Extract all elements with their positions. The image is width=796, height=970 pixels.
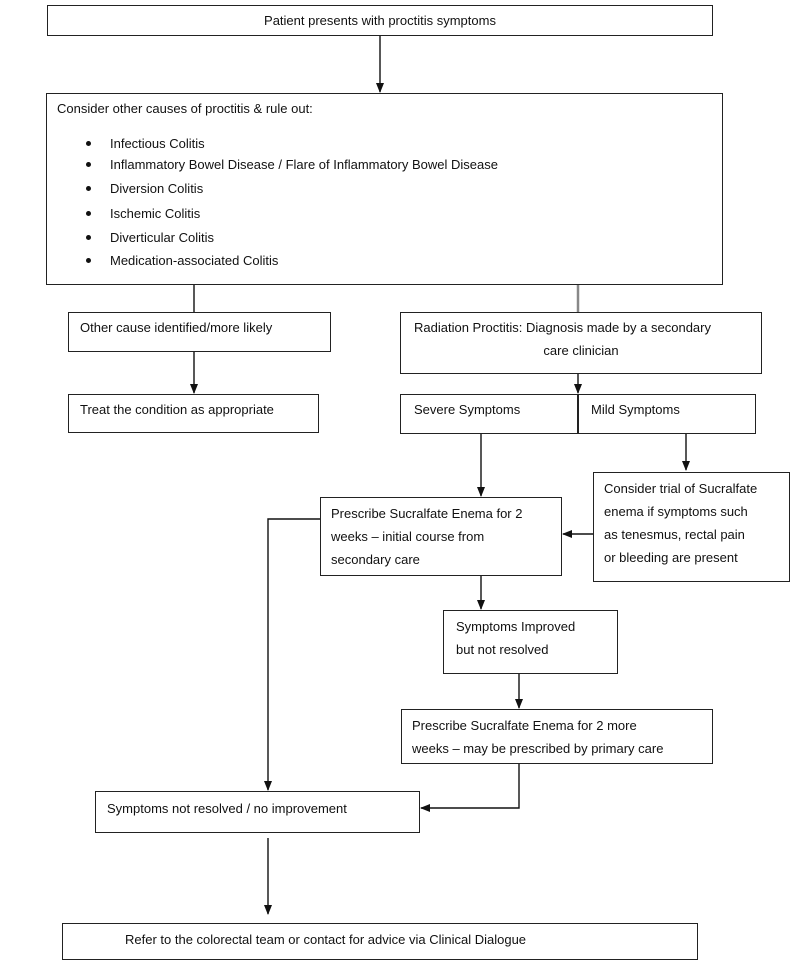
radiation-box: Radiation Proctitis: Diagnosis made by a…: [400, 312, 762, 374]
prescribe-initial-line3: secondary care: [331, 552, 420, 567]
prescribe-initial-box: Prescribe Sucralfate Enema for 2 weeks –…: [320, 497, 562, 576]
bullet-icon: [86, 211, 91, 216]
consider-trial-line1: Consider trial of Sucralfate: [604, 481, 758, 496]
bullet-icon: [86, 258, 91, 263]
consider-trial-box: Consider trial of Sucralfate enema if sy…: [593, 472, 790, 582]
consider-trial-line4: or bleeding are present: [604, 550, 738, 565]
improved-line2: but not resolved: [456, 642, 549, 657]
treat-label: Treat the condition as appropriate: [80, 402, 274, 417]
arrow-prescribe-to-notresolved: [264, 518, 320, 791]
prescribe-initial-line1: Prescribe Sucralfate Enema for 2: [331, 506, 523, 521]
bullet-icon: [86, 141, 91, 146]
refer-box: Refer to the colorectal team or contact …: [62, 923, 698, 960]
bullet-icon: [86, 186, 91, 191]
severity-box: Severe Symptoms Mild Symptoms: [400, 394, 756, 434]
consider-causes-box: Consider other causes of proctitis & rul…: [46, 93, 723, 285]
cause-item: Diverticular Colitis: [110, 230, 215, 245]
severity-divider: [577, 395, 579, 433]
cause-item: Infectious Colitis: [110, 136, 205, 151]
consider-trial-line2: enema if symptoms such: [604, 504, 748, 519]
improved-box: Symptoms Improved but not resolved: [443, 610, 618, 674]
radiation-line1: Radiation Proctitis: Diagnosis made by a…: [414, 320, 711, 335]
mild-label: Mild Symptoms: [591, 402, 680, 417]
start-box: Patient presents with proctitis symptoms: [47, 5, 713, 36]
not-resolved-label: Symptoms not resolved / no improvement: [107, 801, 347, 816]
cause-item: Medication-associated Colitis: [110, 253, 279, 268]
prescribe-more-line2: weeks – may be prescribed by primary car…: [412, 741, 664, 756]
arrow-prescribe2-to-notresolved: [420, 764, 520, 812]
cause-item: Inflammatory Bowel Disease / Flare of In…: [110, 157, 498, 172]
cause-item: Ischemic Colitis: [110, 206, 201, 221]
cause-item: Diversion Colitis: [110, 181, 204, 196]
consider-trial-line3: as tenesmus, rectal pain: [604, 527, 745, 542]
prescribe-more-line1: Prescribe Sucralfate Enema for 2 more: [412, 718, 637, 733]
refer-label: Refer to the colorectal team or contact …: [125, 932, 527, 947]
radiation-line2: care clinician: [543, 343, 619, 358]
prescribe-initial-line2: weeks – initial course from: [331, 529, 485, 544]
treat-box: Treat the condition as appropriate: [68, 394, 319, 433]
other-cause-label: Other cause identified/more likely: [80, 320, 273, 335]
other-cause-box: Other cause identified/more likely: [68, 312, 331, 352]
bullet-icon: [86, 235, 91, 240]
bullet-icon: [86, 162, 91, 167]
start-label: Patient presents with proctitis symptoms: [264, 13, 496, 28]
improved-line1: Symptoms Improved: [456, 619, 576, 634]
severe-label: Severe Symptoms: [414, 402, 521, 417]
not-resolved-box: Symptoms not resolved / no improvement: [95, 791, 420, 833]
consider-heading: Consider other causes of proctitis & rul…: [57, 101, 313, 116]
prescribe-more-box: Prescribe Sucralfate Enema for 2 more we…: [401, 709, 713, 764]
